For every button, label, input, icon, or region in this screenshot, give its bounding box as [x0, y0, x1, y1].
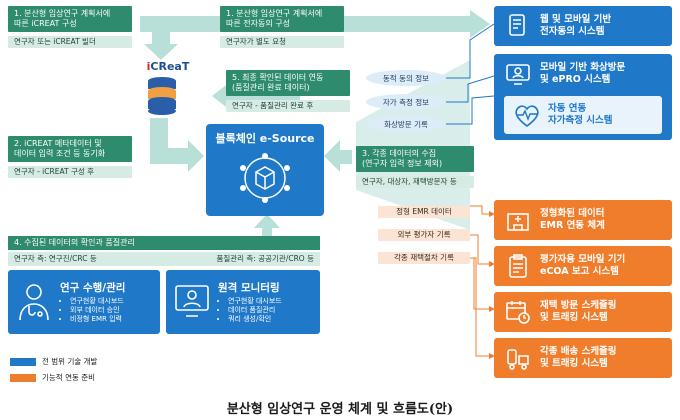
step1-mid-title: 1. 분산형 임상연구 계획서에 따른 전자동의 구성	[220, 6, 344, 32]
blockchain-esource: 블록체인 e-Source	[206, 124, 324, 216]
ellipse-self-measure: 자가 측정 정보	[366, 94, 446, 110]
step1-left-title: 1. 분산형 임상연구 계획서에 따른 iCREAT 구성	[8, 6, 132, 32]
icreat-logo: iCReaT	[146, 60, 190, 73]
step4-sub: 연구자 측: 연구진/CRC 등 품질관리 측: 공공기관/CRO 등	[8, 252, 320, 266]
panel-left-item: 연구현황 대시보드	[70, 297, 125, 306]
panel-right-item: 데이터 품질관리	[228, 306, 282, 315]
delivery-icon	[507, 349, 529, 370]
panel-remote-monitoring: 원격 모니터링 연구현황 대시보드 데이터 품질관리 쿼리 생성/확인	[166, 270, 320, 334]
ellipse-video-visit: 화상방문 기록	[366, 116, 446, 132]
orange-connectors	[470, 205, 495, 359]
self-measure-label: 자동 연동 자가측정 시스템	[548, 103, 613, 126]
step3-sub: 연구자, 대상자, 재택방문자 등	[356, 176, 474, 188]
legend-swatch-orange	[10, 373, 36, 382]
emr-system: 정형화된 데이터 EMR 연동 체계	[494, 200, 672, 240]
step5-sub: 연구자 - 품질관리 완료 후	[226, 100, 350, 112]
monitor-person-icon	[175, 285, 209, 317]
legend-label: 기능적 연동 준비	[42, 373, 96, 382]
blockchain-title: 블록체인 e-Source	[215, 132, 315, 145]
panel-left-list: 연구현황 대시보드 외부 데이터 승인 비정형 EMR 입력	[60, 297, 125, 324]
calendar-clock-icon	[506, 301, 530, 324]
legend-label: 전 범위 기술 개발	[42, 357, 98, 366]
legend-functional-link: 기능적 연동 준비	[10, 372, 95, 383]
label-external-evaluator: 외부 평가자 기록	[378, 229, 470, 241]
icreat-db: iCReaT	[138, 60, 198, 126]
diagram-caption: 분산형 임상연구 운영 체계 및 흐름도(안)	[226, 402, 454, 417]
blue-connectors	[446, 23, 495, 125]
legend-full-dev: 전 범위 기술 개발	[10, 356, 97, 367]
delivery-label: 각종 배송 스케쥴링 및 트래킹 시스템	[540, 346, 617, 369]
clipboard-icon	[509, 254, 527, 278]
delivery-system: 각종 배송 스케쥴링 및 트래킹 시스템	[494, 338, 672, 378]
home-visit-label: 재택 방문 스케쥴링 및 트래킹 시스템	[540, 300, 617, 323]
emr-system-label: 정형화된 데이터 EMR 연동 체계	[540, 208, 605, 231]
step2-sub: 연구자 - iCREAT 구성 후	[8, 166, 132, 178]
step1-mid-sub: 연구자가 별도 요청	[220, 36, 344, 48]
step4-sub-right: 품질관리 측: 공공기관/CRO 등	[216, 254, 314, 263]
heart-pulse-icon	[515, 105, 539, 127]
legend-swatch-blue	[10, 357, 36, 366]
video-epro-label: 모바일 기반 화상방문 및 ePRO 시스템	[540, 62, 626, 85]
panel-right-title: 원격 모니터링	[218, 282, 280, 294]
database-icon	[148, 77, 176, 115]
label-home-procedure: 각종 재택절차 기록	[378, 252, 470, 264]
step5-title: 5. 최종 확인된 데이터 연동 (품질관리 완료 데이터)	[226, 70, 350, 96]
self-measure-system: 자동 연동 자가측정 시스템	[504, 96, 662, 134]
ecoa-system-label: 평가자용 모바일 기기 eCOA 보고 시스템	[540, 254, 626, 277]
video-call-icon	[506, 64, 530, 85]
panel-right-item: 연구현황 대시보드	[228, 297, 282, 306]
panel-research-management: 연구 수행/관리 연구현황 대시보드 외부 데이터 승인 비정형 EMR 입력	[8, 270, 160, 334]
step1-left-sub: 연구자 또는 iCREAT 빌더	[8, 36, 132, 48]
hospital-icon	[507, 213, 529, 231]
econsent-label: 웹 및 모바일 기반 전자동의 시스템	[540, 14, 612, 37]
doctor-icon	[19, 284, 49, 321]
panel-left-item: 비정형 EMR 입력	[70, 315, 125, 324]
panel-right-list: 연구현황 대시보드 데이터 품질관리 쿼리 생성/확인	[218, 297, 282, 324]
step3-title: 3. 각종 데이터의 수집 (연구자 입력 정보 제외)	[356, 146, 474, 172]
panel-left-title: 연구 수행/관리	[60, 282, 126, 294]
step2-title: 2. iCREAT 메타데이터 및 데이터 입력 조건 등 동기화	[8, 136, 132, 162]
ellipse-dynamic-consent: 동적 동의 정보	[366, 70, 446, 86]
panel-right-item: 쿼리 생성/확인	[228, 315, 282, 324]
step4-title: 4. 수집된 데이터의 확인과 품질관리	[8, 236, 320, 250]
video-epro-system: 모바일 기반 화상방문 및 ePRO 시스템 자동 연동 자가측정 시스템	[494, 54, 672, 140]
document-phone-icon	[509, 14, 525, 36]
home-visit-system: 재택 방문 스케쥴링 및 트래킹 시스템	[494, 292, 672, 332]
econsent-system: 웹 및 모바일 기반 전자동의 시스템	[494, 6, 672, 46]
panel-left-item: 외부 데이터 승인	[70, 306, 125, 315]
label-emr-data: 정형 EMR 데이터	[378, 206, 470, 218]
blockchain-network-icon	[240, 153, 290, 203]
step4-sub-left: 연구자 측: 연구진/CRC 등	[14, 254, 97, 263]
ecoa-system: 평가자용 모바일 기기 eCOA 보고 시스템	[494, 246, 672, 286]
